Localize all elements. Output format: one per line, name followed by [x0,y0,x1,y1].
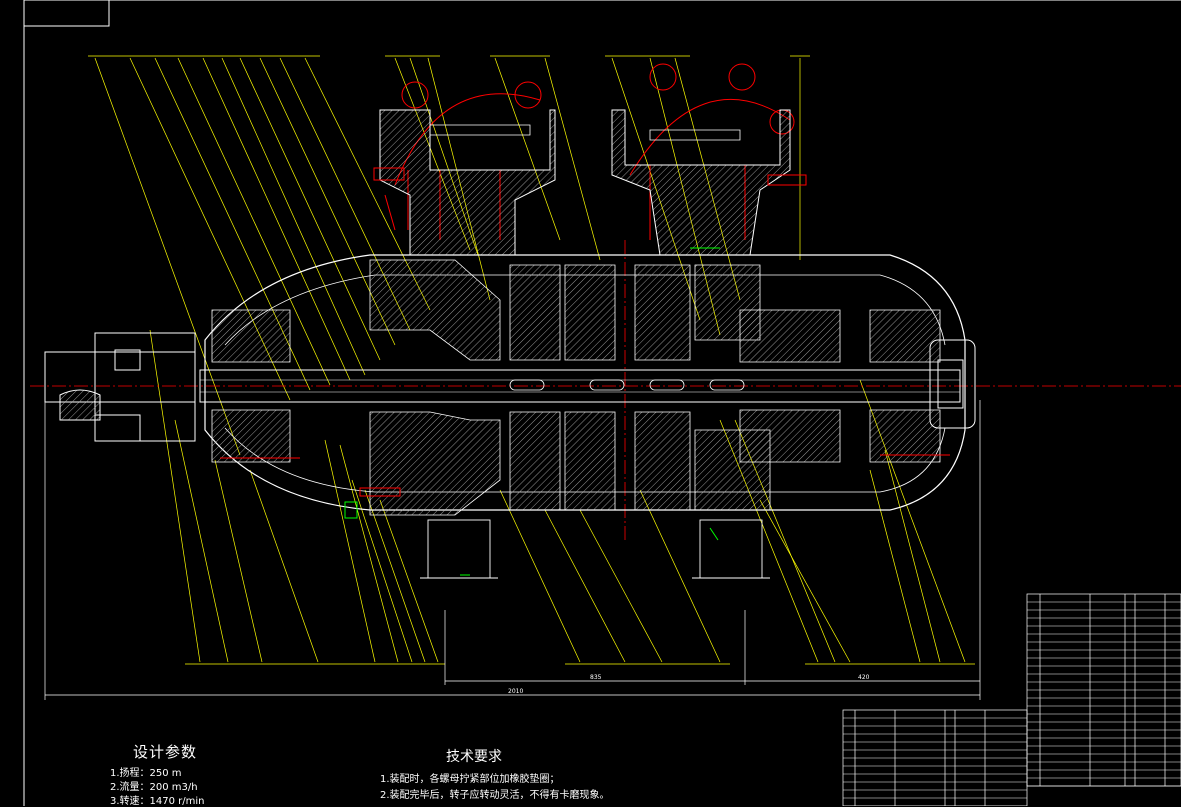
dim-overall: 2010 [508,688,523,695]
design-param-item: 2.流量：200 m3/h [110,782,198,793]
dim-left-span: 835 [590,674,602,681]
design-param-item: 1.扬程：250 m [110,768,182,779]
parts-list-rows [843,601,1181,806]
shaft [199,369,961,403]
tech-requirements-title: 技术要求 [446,749,502,765]
coupling [44,332,976,442]
pump-casing [204,109,966,579]
drawing-frame [23,0,1181,806]
tech-requirement-item: 1.装配时，各螺母拧紧部位加橡胶垫圈； [380,774,560,785]
tech-requirement-item: 2.装配完毕后，转子应转动灵活，不得有卡磨现象。 [380,790,610,801]
dimension-lines [44,400,981,700]
design-param-item: 3.转速：1470 r/min [110,796,205,807]
dim-right-span: 420 [858,674,870,681]
centerline [30,240,1181,540]
design-params-title: 设计参数 [133,743,198,761]
studs [220,167,950,497]
green-highlights [344,247,720,576]
